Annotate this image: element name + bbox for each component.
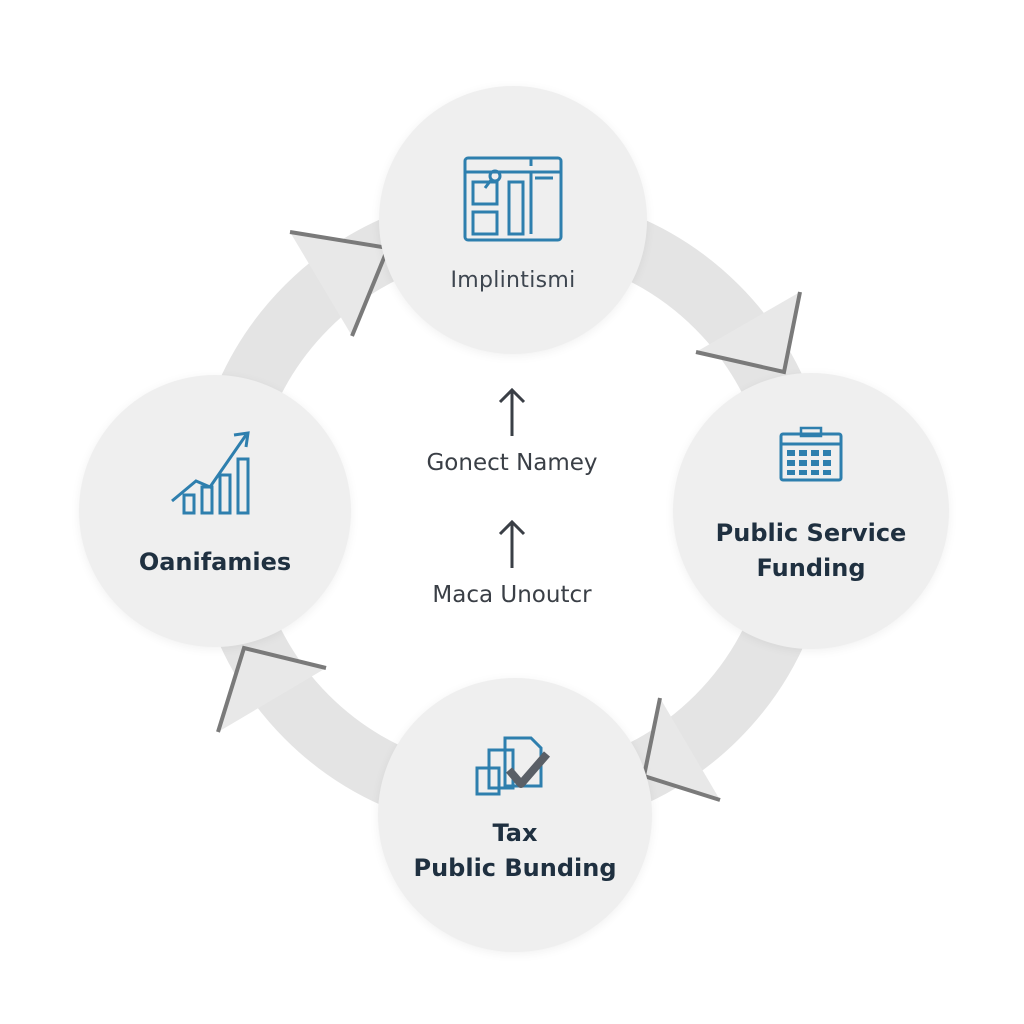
node-left: Oanifamies — [79, 375, 351, 647]
center-item-2: Maca Unoutcr — [380, 518, 644, 608]
ring-arrow-left — [216, 645, 327, 733]
calendar-icon — [779, 426, 843, 482]
center-item-1-label: Gonect Namey — [426, 450, 598, 476]
node-bottom-label-line1: Tax — [492, 819, 538, 847]
node-bottom: Tax Public Bunding — [378, 678, 652, 952]
layout-grid-icon — [463, 156, 563, 241]
node-top: Implintismi — [379, 86, 647, 354]
node-right-label-line2: Funding — [756, 554, 866, 582]
ring-arrow-right — [695, 291, 802, 375]
node-right-label-line1: Public Service — [715, 519, 907, 547]
center-item-2-label: Maca Unoutcr — [432, 582, 592, 608]
center-item-1: Gonect Namey — [380, 386, 644, 476]
arrow-up-icon — [498, 519, 526, 568]
document-check-icon — [475, 736, 551, 796]
node-left-label: Oanifamies — [138, 547, 292, 576]
node-top-label: Implintismi — [450, 267, 576, 293]
growth-bar-chart-icon — [171, 430, 250, 514]
arrow-up-icon — [498, 387, 526, 436]
node-right: Public Service Funding — [673, 373, 949, 649]
node-bottom-label-line2: Public Bunding — [413, 854, 617, 882]
